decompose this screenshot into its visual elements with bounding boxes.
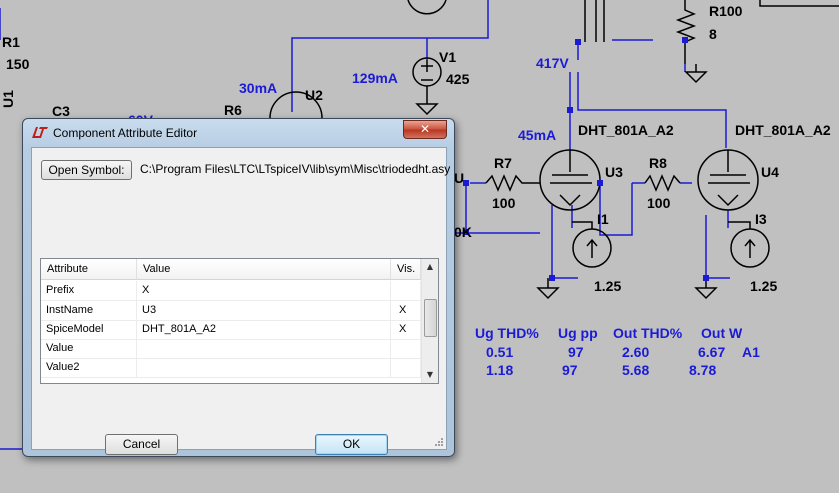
c3-label: C3 <box>52 103 70 119</box>
i1-label: I1 <box>597 211 609 227</box>
partial-label-u: U <box>454 170 465 186</box>
close-button[interactable]: ✕ <box>403 120 447 139</box>
r7-value: 100 <box>492 195 516 211</box>
scroll-down-arrow-icon[interactable]: ▼ <box>426 370 434 379</box>
vis-cell[interactable]: X <box>391 320 421 339</box>
vis-cell[interactable] <box>391 339 421 358</box>
attribute-cell: Prefix <box>41 281 137 300</box>
dialog-title: Component Attribute Editor <box>53 126 198 140</box>
dialog-client-area: Open Symbol: C:\Program Files\LTC\LTspic… <box>31 147 451 455</box>
thd-cell: 97 <box>562 362 578 378</box>
attribute-cell: Value <box>41 339 137 358</box>
thd-cell: 5.68 <box>622 362 650 378</box>
value-cell[interactable]: U3 <box>137 301 391 320</box>
thd-header-out-thd: Out THD% <box>613 325 683 341</box>
ltspice-logo-icon <box>32 127 48 138</box>
thd-cell: 0.51 <box>486 344 514 360</box>
u0-tube-partial <box>407 0 447 15</box>
r7-label: R7 <box>494 155 512 171</box>
r1-label: R1 <box>2 34 20 50</box>
table-row[interactable]: Prefix X <box>41 281 421 301</box>
thd-header-ug-pp: Ug pp <box>558 325 598 341</box>
v1-label: V1 <box>439 49 457 65</box>
u3-current-label: 45mA <box>518 127 557 143</box>
cancel-button[interactable]: Cancel <box>105 434 178 455</box>
r8-value: 100 <box>647 195 671 211</box>
u3-model-label: DHT_801A_A2 <box>578 122 674 138</box>
attribute-cell: SpiceModel <box>41 320 137 339</box>
ground-symbol <box>536 278 560 300</box>
vis-cell[interactable] <box>391 358 421 377</box>
thd-header-out-w: Out W <box>701 325 743 341</box>
r6-label: R6 <box>224 102 242 118</box>
table-scrollbar[interactable]: ▲ ▼ <box>421 259 438 383</box>
thd-header-ug-thd: Ug THD% <box>475 325 539 341</box>
r7-resistor <box>485 174 540 192</box>
u2-tube-partial <box>269 91 323 119</box>
attribute-cell: Value2 <box>41 358 137 377</box>
column-header-value[interactable]: Value <box>137 259 391 280</box>
u4-label: U4 <box>761 164 779 180</box>
output-transformer <box>584 0 605 42</box>
vis-cell[interactable]: X <box>391 301 421 320</box>
thd-cell: 97 <box>568 344 584 360</box>
r1-value: 150 <box>6 56 30 72</box>
junction-dots <box>463 37 709 281</box>
value-cell[interactable] <box>137 358 391 377</box>
attribute-table[interactable]: Attribute Value Vis. Prefix X InstName U… <box>40 258 439 384</box>
partial-resistor-value: 0K <box>454 224 472 240</box>
dialog-title-bar[interactable]: Component Attribute Editor ✕ <box>23 119 454 147</box>
i3-label: I3 <box>755 211 767 227</box>
r100-value: 8 <box>709 26 717 42</box>
node-voltage-label: 417V <box>536 55 569 71</box>
v1-value: 425 <box>446 71 470 87</box>
table-row[interactable]: Value2 <box>41 358 421 378</box>
thd-cell: 2.60 <box>622 344 650 360</box>
u1-label: U1 <box>0 90 16 108</box>
table-row[interactable]: Value <box>41 339 421 359</box>
i1-value: 1.25 <box>594 278 622 294</box>
scrollbar-thumb[interactable] <box>424 299 437 337</box>
resize-grip-icon[interactable] <box>434 437 444 447</box>
symbol-path: C:\Program Files\LTC\LTspiceIV\lib\sym\M… <box>140 162 451 176</box>
component-partial <box>759 0 839 7</box>
i3-value: 1.25 <box>750 278 778 294</box>
r100-resistor <box>675 0 697 64</box>
close-icon: ✕ <box>419 122 431 136</box>
column-header-vis[interactable]: Vis. <box>391 259 421 280</box>
component-attribute-editor-dialog[interactable]: Component Attribute Editor ✕ Open Symbol… <box>22 118 455 457</box>
r8-resistor <box>644 174 681 192</box>
table-row[interactable]: InstName U3 X <box>41 301 421 321</box>
u2-current-label: 30mA <box>239 80 278 96</box>
u4-model-label: DHT_801A_A2 <box>735 122 831 138</box>
vis-cell[interactable] <box>391 281 421 300</box>
v1-current-label: 129mA <box>352 70 398 86</box>
thd-cell: 6.67 <box>698 344 726 360</box>
ok-button[interactable]: OK <box>315 434 388 455</box>
ground-symbol <box>415 103 439 116</box>
ground-symbol <box>684 64 708 84</box>
value-cell[interactable]: DHT_801A_A2 <box>137 320 391 339</box>
thd-cell: 8.78 <box>689 362 717 378</box>
value-cell[interactable]: X <box>137 281 391 300</box>
open-symbol-button[interactable]: Open Symbol: <box>41 160 132 180</box>
attribute-cell: InstName <box>41 301 137 320</box>
u2-label: U2 <box>305 87 323 103</box>
r100-label: R100 <box>709 3 743 19</box>
value-cell[interactable] <box>137 339 391 358</box>
scroll-up-arrow-icon[interactable]: ▲ <box>426 262 434 271</box>
thd-cell: 1.18 <box>486 362 514 378</box>
r8-label: R8 <box>649 155 667 171</box>
column-header-attribute[interactable]: Attribute <box>41 259 137 280</box>
table-row[interactable]: SpiceModel DHT_801A_A2 X <box>41 320 421 340</box>
u3-label: U3 <box>605 164 623 180</box>
thd-cell: A1 <box>742 344 760 360</box>
